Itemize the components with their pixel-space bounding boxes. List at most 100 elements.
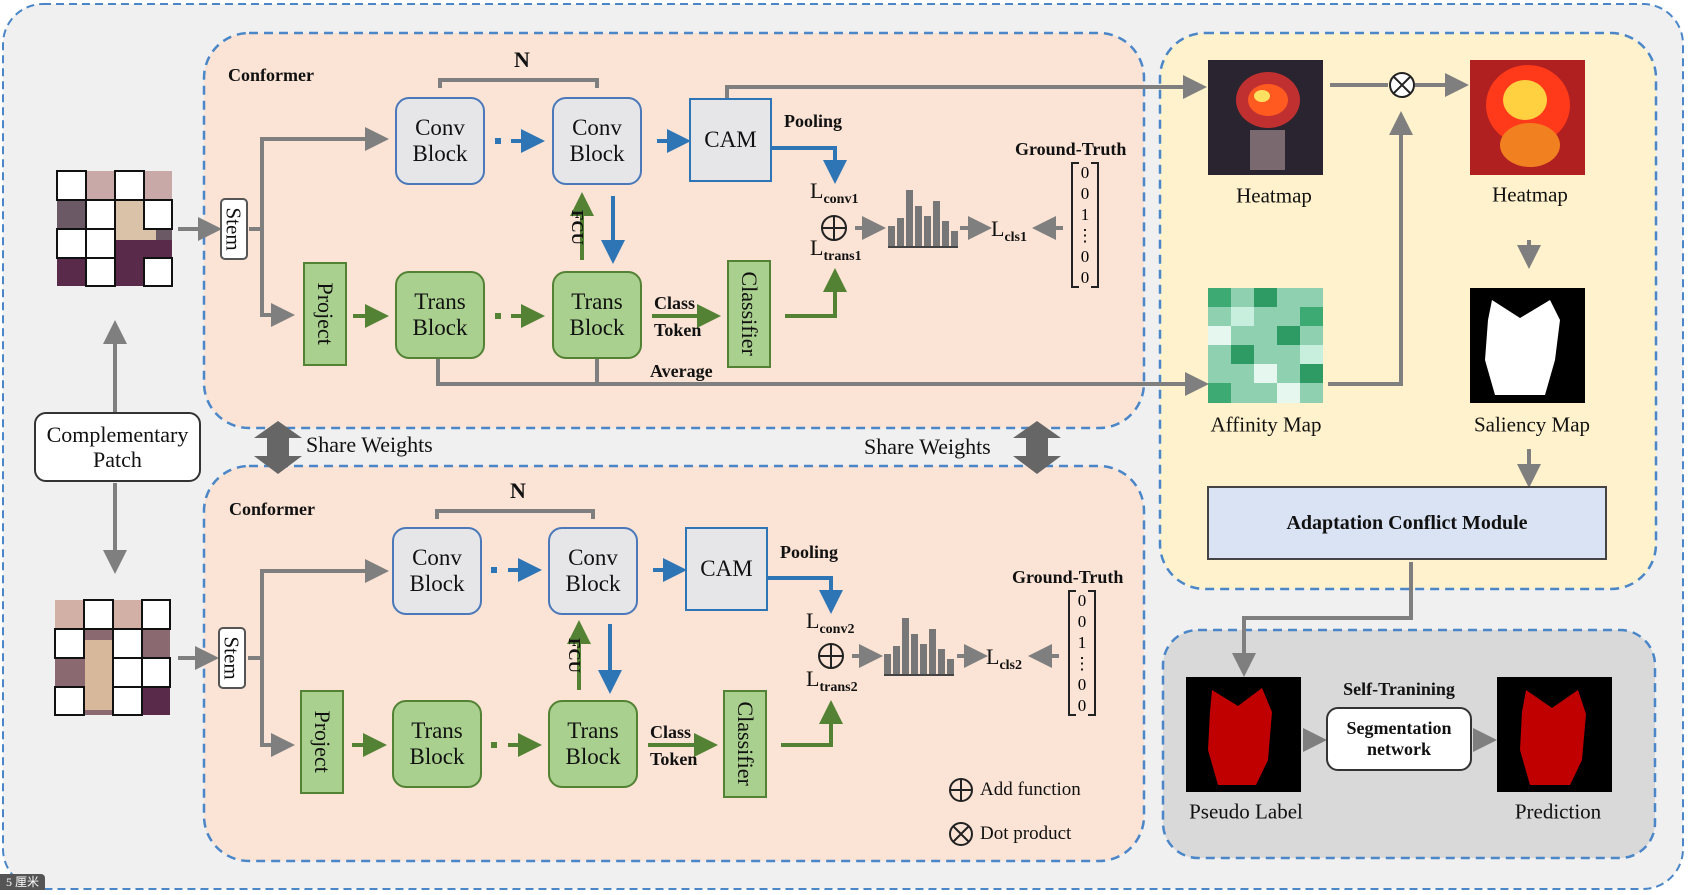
heatmap-image-2 [1470,60,1585,175]
loss-conv1-symbol: L [810,178,824,203]
loss-trans2-symbol: L [806,666,820,691]
classifier-label: Classifier [736,271,762,357]
stem-box-1: Stem [220,198,248,260]
fcu-label-1: FCU [568,210,587,245]
stem-label: Stem [220,636,245,680]
project-box-2: Project [300,690,344,794]
loss-conv1-subscript: conv1 [823,192,859,207]
loss-trans1-symbol: L [810,235,824,260]
gt-vector-entry: ⋮ [1076,226,1094,245]
self-training-label: Self-Tranining [1343,679,1455,699]
dot-product-symbol [1389,72,1415,98]
gt-vector-entry: 0 [1080,268,1090,287]
conv-block-label: Conv Block [565,544,621,596]
gt-vector-entry: 1 [1080,205,1090,224]
saliency-map-image [1470,288,1585,403]
class-token-label-1: Class Token [654,293,702,340]
histogram-icon-2 [884,614,954,676]
conformer-title-1: Conformer [228,65,314,85]
conv-block-label: Conv Block [412,114,468,166]
loss-trans2-subscript: trans2 [819,680,858,695]
heatmap-caption-1: Heatmap [1236,183,1312,208]
legend-add-symbol [949,778,973,802]
gt-vector-entry: 0 [1077,696,1087,715]
gt-vector-entry: 0 [1077,612,1087,631]
conv-block-2a: Conv Block [392,527,482,615]
cam-label: CAM [704,126,757,152]
share-weights-label-right: Share Weights [864,434,991,459]
loss-trans1-label: Ltrans1 [810,237,862,264]
complementary-patch-label: Complementary Patch [46,421,189,472]
gt-vector-entry: 0 [1080,247,1090,266]
heatmap-caption-2: Heatmap [1492,182,1568,207]
conv-block-label: Conv Block [409,544,465,596]
ground-truth-label-1: Ground-Truth [1015,139,1127,159]
cam-label: CAM [700,555,753,581]
loss-cls1-subscript: cls1 [1004,230,1028,245]
input-patch-image-2 [54,599,171,716]
loss-conv2-symbol: L [806,608,820,633]
project-label: Project [309,710,335,774]
ground-truth-vector-2: 0 0 1 ⋮ 0 0 [1068,590,1096,716]
loss-trans2-label: Ltrans2 [806,668,858,695]
pooling-label-2: Pooling [780,542,839,562]
n-label-2: N [510,478,526,503]
pseudo-label-image [1186,677,1301,792]
share-weights-arrow-right [1013,421,1061,474]
average-label: Average [650,361,713,381]
stem-box-2: Stem [218,627,246,689]
trans-block-label: Trans Block [569,288,625,340]
trans-block-label: Trans Block [412,288,468,340]
gt-vector-entry: 1 [1077,633,1087,652]
cam-box-1: CAM [689,98,772,182]
trans-block-label: Trans Block [409,717,465,769]
ground-truth-label-2: Ground-Truth [1012,567,1124,587]
segmentation-network-box: Segmentation network [1326,707,1472,771]
conformer-title-2: Conformer [229,499,315,519]
gt-vector-entry: 0 [1077,675,1087,694]
classifier-box-1: Classifier [727,260,771,368]
gt-vector-entry: ⋮ [1073,654,1091,673]
cam-box-2: CAM [685,527,768,611]
conv-block-2b: Conv Block [548,527,638,615]
gt-vector-entry: 0 [1077,591,1087,610]
classifier-label: Classifier [732,701,758,787]
add-symbol-1 [821,215,847,241]
gt-vector-entry: 0 [1080,184,1090,203]
trans-block-2b: Trans Block [548,700,638,788]
ground-truth-vector-1: 0 0 1 ⋮ 0 0 [1071,162,1099,288]
share-weights-label-left: Share Weights [306,432,433,457]
segmentation-network-label: Segmentation network [1346,718,1452,759]
conv-block-label: Conv Block [569,114,625,166]
trans-block-2a: Trans Block [392,700,482,788]
project-label: Project [312,282,338,346]
class-token-label-2: Class Token [650,722,698,769]
affinity-map-image [1208,288,1323,403]
corner-tag: 5 厘米 [0,874,46,890]
stem-label: Stem [222,207,247,251]
trans-block-1a: Trans Block [395,271,485,359]
prediction-caption: Prediction [1514,799,1602,824]
input-patch-image-1 [56,170,173,287]
prediction-image [1497,677,1612,792]
gt-vector-entry: 0 [1080,163,1090,182]
loss-cls2-label: Lcls2 [986,646,1022,673]
project-box-1: Project [303,262,347,366]
conv-block-1b: Conv Block [552,97,642,185]
share-weights-arrow-left [254,421,302,474]
histogram-icon-1 [888,186,958,248]
fcu-label-2: FCU [565,638,584,673]
loss-cls1-symbol: L [991,216,1005,241]
pooling-label-1: Pooling [784,111,843,131]
conv-block-1a: Conv Block [395,97,485,185]
legend-add-label: Add function [980,779,1081,800]
saliency-map-caption: Saliency Map [1473,412,1591,437]
loss-conv2-label: Lconv2 [806,610,854,637]
acm-label: Adaptation Conflict Module [1286,511,1528,534]
loss-conv1-label: Lconv1 [810,180,858,207]
classifier-box-2: Classifier [723,690,767,798]
loss-cls2-symbol: L [986,644,1000,669]
adaptation-conflict-module-box: Adaptation Conflict Module [1207,486,1607,560]
